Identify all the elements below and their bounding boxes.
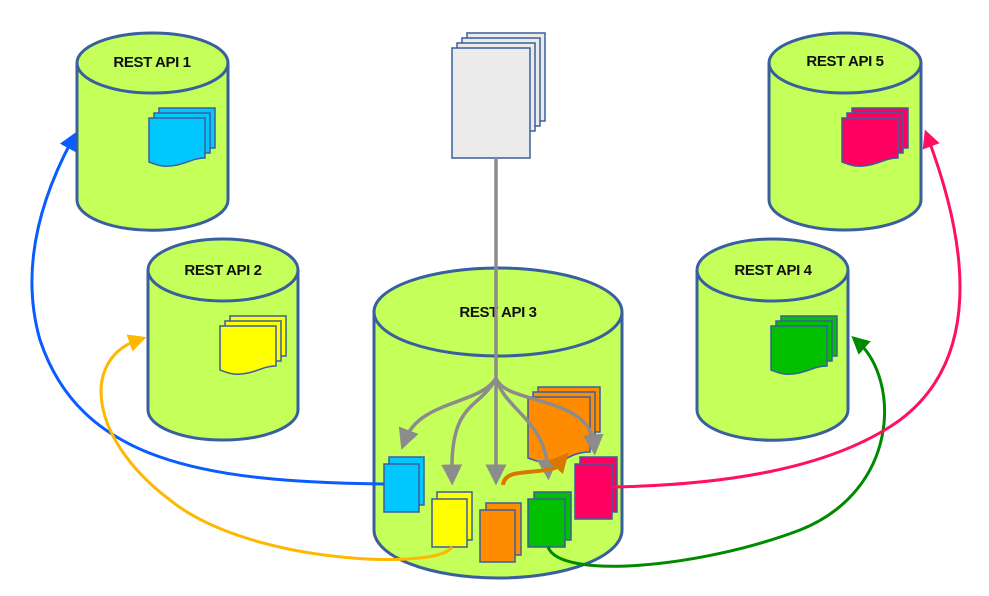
orange-document-pair-icon [479,502,522,563]
database-rest-api-5[interactable]: REST API 5 [767,31,923,232]
document-sheet [219,325,277,375]
pink-document-pair-icon [574,456,618,520]
green-document-pair-icon [527,491,572,548]
cylinder-top [146,237,300,303]
document-sheet [148,117,206,167]
cylinder-top [75,31,230,95]
cylinder-top [767,31,923,95]
document-sheet [770,325,828,375]
document-stack-icon [841,107,909,167]
document-stack-icon [219,315,287,375]
database-label: REST API 3 [459,304,536,321]
database-rest-api-1[interactable]: REST API 1 [75,31,230,232]
yellow-document-pair-icon [431,491,473,548]
document-sheet [841,117,899,167]
database-label: REST API 2 [184,262,261,279]
orange-transform-arrow [501,452,569,486]
database-rest-api-4[interactable]: REST API 4 [695,237,850,442]
database-rest-api-2[interactable]: REST API 2 [146,237,300,442]
arrow-to-pink [494,377,604,456]
arrow-to-green [494,377,558,481]
database-label: REST API 1 [113,54,190,71]
document-stack-icon [148,107,216,167]
cylinder-top [372,266,624,358]
flow-to-rest-api-5 [611,129,962,489]
distribution-arrows [398,376,604,486]
flow-to-rest-api-2 [99,334,454,561]
database-label: REST API 5 [806,53,883,70]
document-stack-icon [770,315,838,375]
source-document-stack-icon [451,32,546,159]
flow-to-rest-api-1 [30,132,385,486]
orange-document-stack-icon [527,386,601,465]
flow-to-rest-api-4 [546,335,886,568]
cylinder-top [695,237,850,303]
database-label: REST API 4 [734,262,812,279]
arrow-to-yellow [441,377,498,486]
blue-document-pair-icon [383,456,425,513]
